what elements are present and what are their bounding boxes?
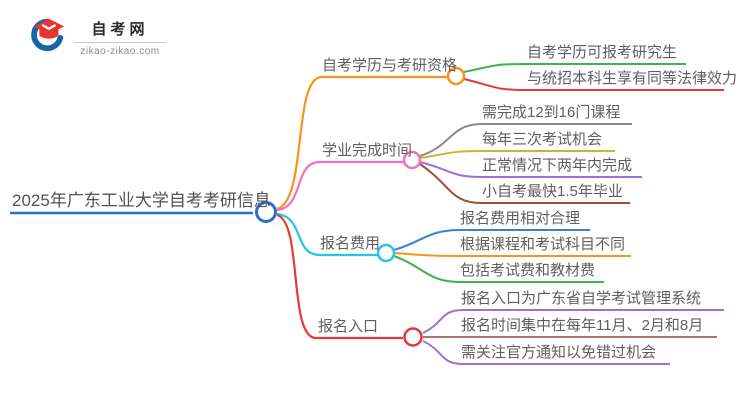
child-label: 报名费用相对合理 — [460, 210, 581, 227]
branch-label: 学业完成时间 — [322, 142, 413, 159]
child-label: 与统招本科生享有同等法律效力 — [527, 70, 738, 87]
child-label: 正常情况下两年内完成 — [482, 157, 633, 174]
root-node-toggle[interactable] — [255, 201, 277, 223]
child-label: 报名入口为广东省自学考试管理系统 — [461, 290, 702, 307]
child-label: 小自考最快1.5年毕业 — [482, 183, 623, 200]
site-logo: 自考网 zikao-zikao.com — [28, 16, 166, 57]
branch-node-toggle[interactable] — [402, 150, 422, 170]
graduation-cap-icon — [28, 16, 66, 57]
child-label: 每年三次考试机会 — [482, 131, 603, 148]
logo-divider — [74, 42, 166, 43]
cap-board — [33, 18, 65, 34]
branch-label: 报名入口 — [318, 318, 379, 335]
branch-node-toggle[interactable] — [376, 243, 396, 263]
child-label: 需完成12到16门课程 — [482, 104, 621, 121]
branch-node-toggle[interactable] — [446, 66, 466, 86]
root-node-label: 2025年广东工业大学自考考研信息 — [12, 191, 271, 210]
branch-curve — [276, 160, 403, 212]
branch-label: 自考学历与考研资格 — [322, 57, 458, 74]
site-url: zikao-zikao.com — [80, 46, 160, 57]
cap-base — [39, 28, 59, 39]
cap-chevron — [41, 23, 57, 31]
branch-label: 报名费用 — [320, 235, 381, 252]
child-label: 包括考试费和教材费 — [460, 262, 596, 279]
child-label: 需关注官方通知以免错过机会 — [461, 344, 657, 361]
child-label: 报名时间集中在每年11月、2月和8月 — [461, 317, 704, 334]
branch-node-toggle[interactable] — [403, 327, 423, 347]
child-label: 根据课程和考试科目不同 — [460, 236, 626, 253]
child-label: 自考学历可报考研究生 — [527, 44, 678, 61]
brand-name: 自考网 — [91, 21, 149, 38]
